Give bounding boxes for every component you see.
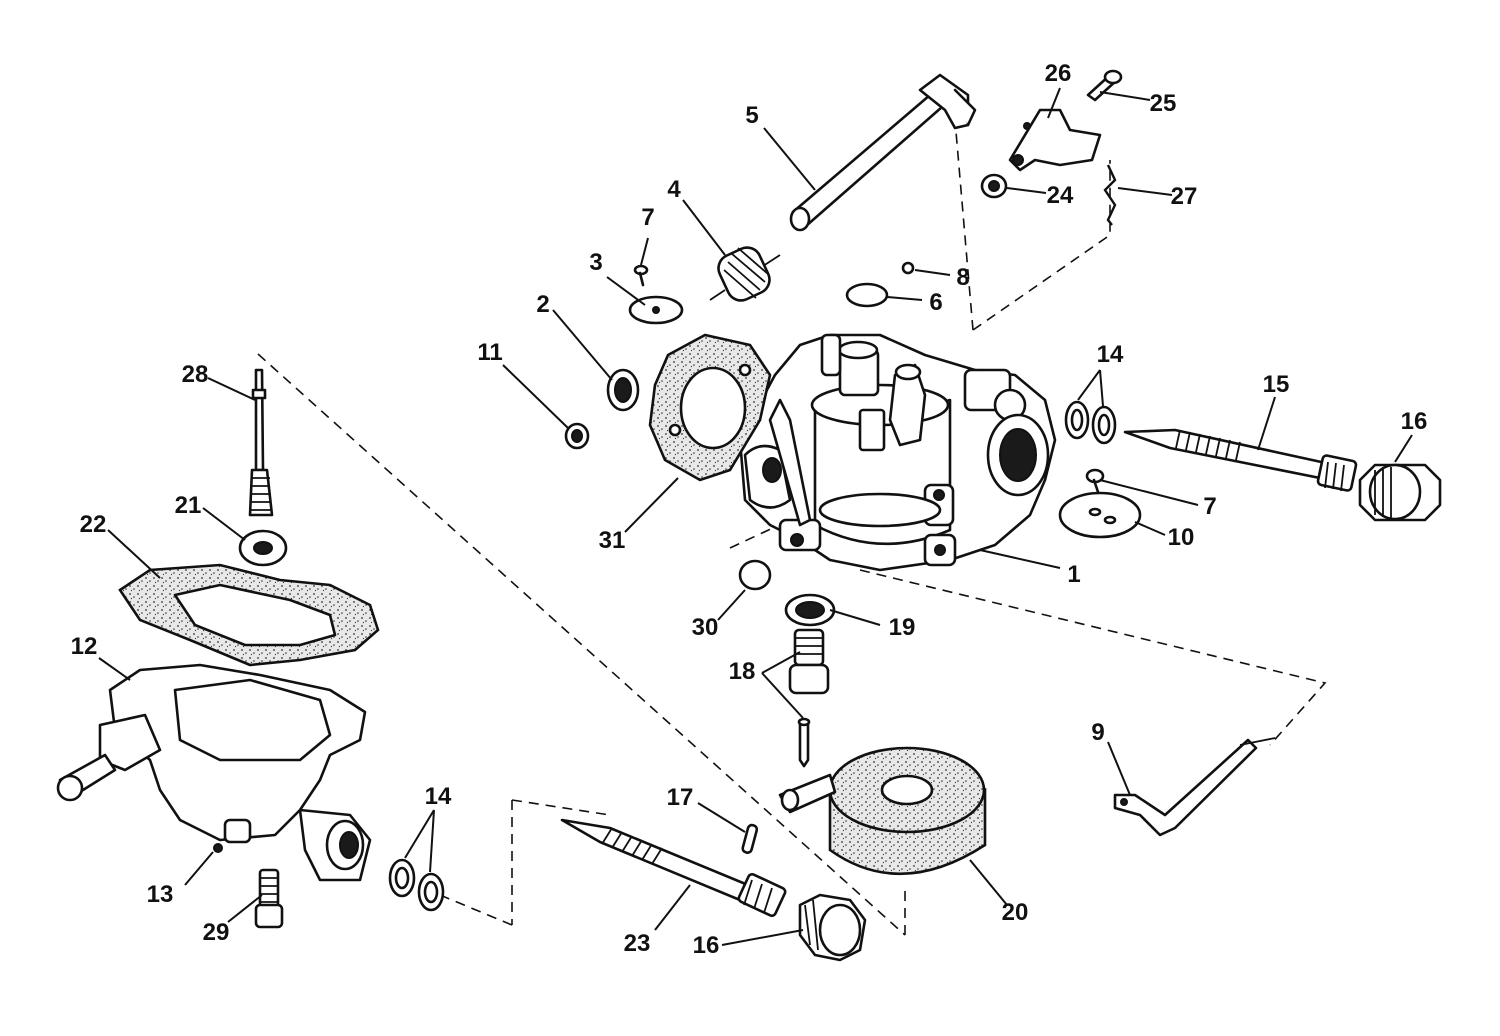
part-31-gasket: [648, 333, 772, 482]
part-11-ring: [564, 422, 590, 450]
part-17-pin: [741, 823, 759, 854]
part-2-seal: [606, 368, 640, 412]
part-25-screw: [1086, 69, 1123, 102]
callout-29: 29: [202, 919, 230, 946]
callout-10: 10: [1167, 524, 1195, 551]
part-27-clip: [1103, 164, 1117, 226]
part-30-cap: [738, 559, 772, 591]
callout-26: 26: [1044, 60, 1072, 87]
callout-18: 18: [728, 658, 756, 685]
part-24-washer: [980, 173, 1008, 199]
callout-14-right: 14: [1096, 341, 1124, 368]
callout-13: 13: [146, 881, 174, 908]
callout-24: 24: [1046, 182, 1074, 209]
callout-21: 21: [174, 492, 202, 519]
part-7-screw-top: [633, 264, 649, 287]
part-29-screw: [254, 868, 284, 929]
callout-22: 22: [79, 511, 107, 538]
callout-7-top: 7: [641, 204, 655, 231]
callout-12: 12: [70, 633, 98, 660]
part-1-carburetor-body: [738, 333, 1057, 572]
part-9-link: [1113, 737, 1276, 837]
part-5-choke-shaft: [789, 73, 977, 232]
part-7-screw-right: [1085, 468, 1105, 494]
part-12-float-bowl: [56, 663, 372, 882]
callout-19: 19: [888, 614, 916, 641]
callout-9: 9: [1091, 719, 1105, 746]
part-26-lever: [1008, 108, 1102, 172]
part-28-needle: [248, 368, 274, 517]
callout-16-right: 16: [1400, 408, 1428, 435]
part-23-needle: [560, 818, 787, 918]
callout-2: 2: [536, 291, 550, 318]
part-8-ball: [901, 261, 951, 276]
part-13-ball: [213, 843, 223, 853]
callout-16-lower: 16: [692, 932, 720, 959]
part-4-spring: [709, 246, 781, 302]
part-14-washers-right: [1064, 400, 1117, 445]
callout-27: 27: [1170, 183, 1198, 210]
callout-30: 30: [691, 614, 719, 641]
part-15-needle: [1123, 428, 1358, 492]
callout-7-right: 7: [1203, 493, 1217, 520]
callout-3: 3: [589, 249, 603, 276]
callout-31: 31: [598, 527, 626, 554]
callout-4: 4: [667, 176, 681, 203]
callout-15: 15: [1262, 371, 1290, 398]
callout-8: 8: [956, 264, 970, 291]
callout-23: 23: [623, 930, 651, 957]
callout-5: 5: [745, 102, 759, 129]
callout-6: 6: [929, 289, 943, 316]
part-10-throttle-plate: [1058, 491, 1142, 539]
part-16-plug-right: [1358, 463, 1442, 522]
part-16-plug-lower: [798, 893, 867, 962]
part-21-washer: [238, 529, 288, 567]
part-6-welch-plug: [845, 282, 889, 308]
callout-14-left: 14: [424, 783, 452, 810]
part-22-gasket: [118, 563, 380, 667]
part-18-needle-seat: [788, 628, 830, 768]
part-20-float: [778, 746, 987, 876]
callout-17: 17: [666, 784, 694, 811]
callout-11: 11: [477, 339, 503, 366]
callout-25: 25: [1149, 90, 1177, 117]
callout-1: 1: [1067, 561, 1081, 588]
callout-20: 20: [1001, 899, 1029, 926]
part-19-ring: [784, 593, 836, 627]
callout-28: 28: [181, 361, 209, 388]
leader-lines: [98, 87, 1413, 946]
part-14-washers-left: [388, 858, 445, 912]
